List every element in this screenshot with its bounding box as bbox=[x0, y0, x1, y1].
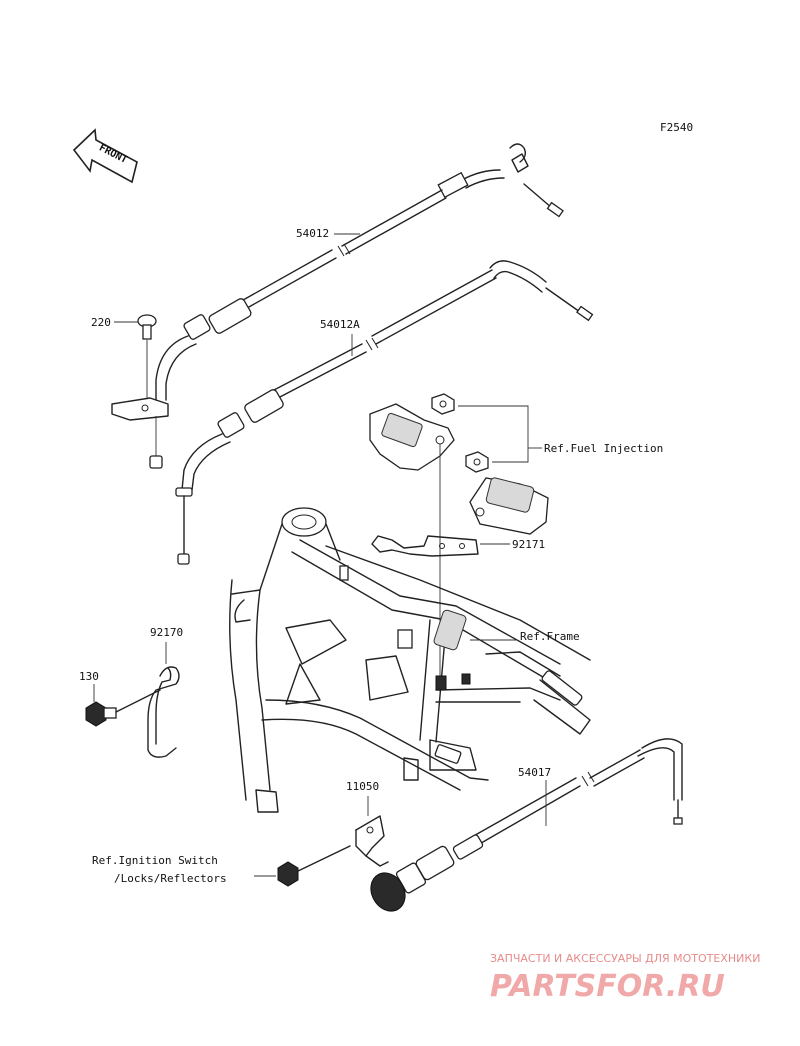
label-ref-ignition-line1: Ref.Ignition Switch bbox=[92, 854, 218, 867]
fuel-injection-sensor-lower bbox=[469, 477, 549, 535]
throttle-cable-open bbox=[111, 143, 564, 469]
figure-code: F2540 bbox=[660, 121, 693, 134]
label-54012: 54012 bbox=[296, 227, 329, 240]
watermark-tagline: ЗАПЧАСТИ И АКСЕССУАРЫ ДЛЯ МОТОТЕХНИКИ bbox=[490, 952, 760, 965]
bracket-11050 bbox=[355, 815, 389, 867]
bolt-130-icon bbox=[85, 689, 161, 727]
label-54012a: 54012A bbox=[320, 318, 360, 331]
label-92171: 92171 bbox=[512, 538, 545, 551]
front-arrow-icon: FRONT bbox=[72, 128, 138, 184]
label-ref-ignition-line2: /Locks/Reflectors bbox=[114, 872, 227, 885]
label-130: 130 bbox=[79, 670, 99, 683]
nut-icon bbox=[431, 393, 489, 473]
label-ref-fuel-injection: Ref.Fuel Injection bbox=[544, 442, 663, 455]
label-ref-frame: Ref.Frame bbox=[520, 630, 580, 643]
frame bbox=[229, 507, 591, 813]
watermark-brand: PARTSFOR.RU bbox=[490, 969, 725, 1004]
clamp-92170 bbox=[147, 666, 180, 758]
throttle-cable-close bbox=[175, 260, 594, 565]
label-54017: 54017 bbox=[518, 766, 551, 779]
label-220: 220 bbox=[91, 316, 111, 329]
fuel-injection-sensor-upper bbox=[369, 403, 455, 692]
label-11050: 11050 bbox=[346, 780, 379, 793]
choke-cable bbox=[370, 738, 683, 912]
bracket-92171 bbox=[371, 535, 479, 557]
bolt-220-icon bbox=[137, 314, 157, 398]
screw-icon bbox=[277, 845, 351, 887]
label-92170: 92170 bbox=[150, 626, 183, 639]
